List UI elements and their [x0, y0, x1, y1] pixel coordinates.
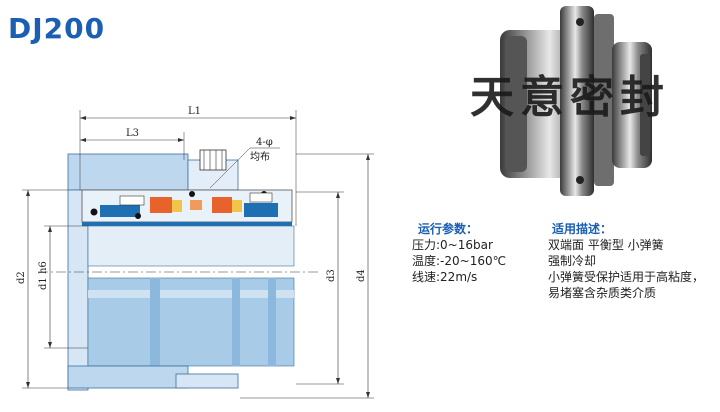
model-title: DJ200: [8, 12, 106, 45]
application-line-3: 小弹簧受保护适用于高粘度，: [548, 270, 705, 284]
sleeve-end: [594, 14, 614, 186]
hole-block: [199, 149, 227, 171]
application-line-4: 易堵塞含杂质类介质: [548, 286, 657, 300]
seal-face-yellow-1: [172, 200, 182, 212]
application-heading: 适用描述：: [552, 222, 613, 236]
application-line-1: 双端面 平衡型 小弹簧: [548, 238, 664, 252]
flange-face: [505, 36, 527, 172]
dim-holes-label: 4-φ: [256, 137, 273, 148]
bolt-2: [576, 176, 584, 184]
dim-d1h6-label: d1 h6: [38, 261, 49, 290]
operating-param-pressure: 压力:0~16bar: [412, 238, 493, 252]
gland-plate-top: [67, 153, 189, 191]
application-line-2: 强制冷却: [548, 254, 597, 268]
dim-d2-label: d2: [16, 271, 27, 284]
shaft-groove-1: [150, 278, 160, 366]
sleeve-body: [560, 6, 594, 196]
dim-l3-label: L3: [126, 128, 139, 139]
operating-params-heading: 运行参数：: [418, 222, 479, 236]
dim-l1-label: L1: [188, 106, 201, 117]
operating-param-temperature: 温度:-20~160℃: [412, 254, 507, 268]
seal-face-orange-3: [190, 200, 202, 210]
seal-face-orange-2: [212, 197, 232, 213]
seal-ring-dark-2: [244, 203, 278, 217]
watermark: 天意密封: [470, 72, 670, 123]
dim-d3-label: d3: [326, 269, 337, 282]
technical-drawing: L1 L3 4-φ 均布 d2 d1 h6 d3: [16, 106, 374, 399]
seal-face-yellow-2: [232, 200, 242, 212]
collar-ring: [640, 54, 650, 156]
gland-step-bottom: [175, 373, 239, 389]
bolt-1: [576, 18, 584, 26]
shaft-highlight: [88, 290, 294, 298]
dim-d4-label: d4: [356, 269, 367, 282]
operating-param-speed: 线速:22m/s: [412, 270, 478, 284]
seal-ring-dark-1: [100, 205, 140, 217]
dim-uniform-label: 均布: [250, 151, 270, 163]
product-photo: 天意密封: [470, 6, 670, 196]
shaft-groove-3: [268, 278, 276, 366]
shaft-groove-2: [232, 278, 240, 366]
o-ring-1: [90, 208, 98, 216]
o-ring-4: [135, 213, 141, 219]
o-ring-2: [189, 191, 195, 197]
spring-block: [119, 195, 145, 206]
sleeve: [82, 222, 292, 226]
seal-face-orange-1: [150, 197, 172, 213]
spring-block-2: [249, 192, 273, 203]
shaft-upper: [87, 225, 295, 267]
gland-plate-bottom: [67, 365, 189, 389]
